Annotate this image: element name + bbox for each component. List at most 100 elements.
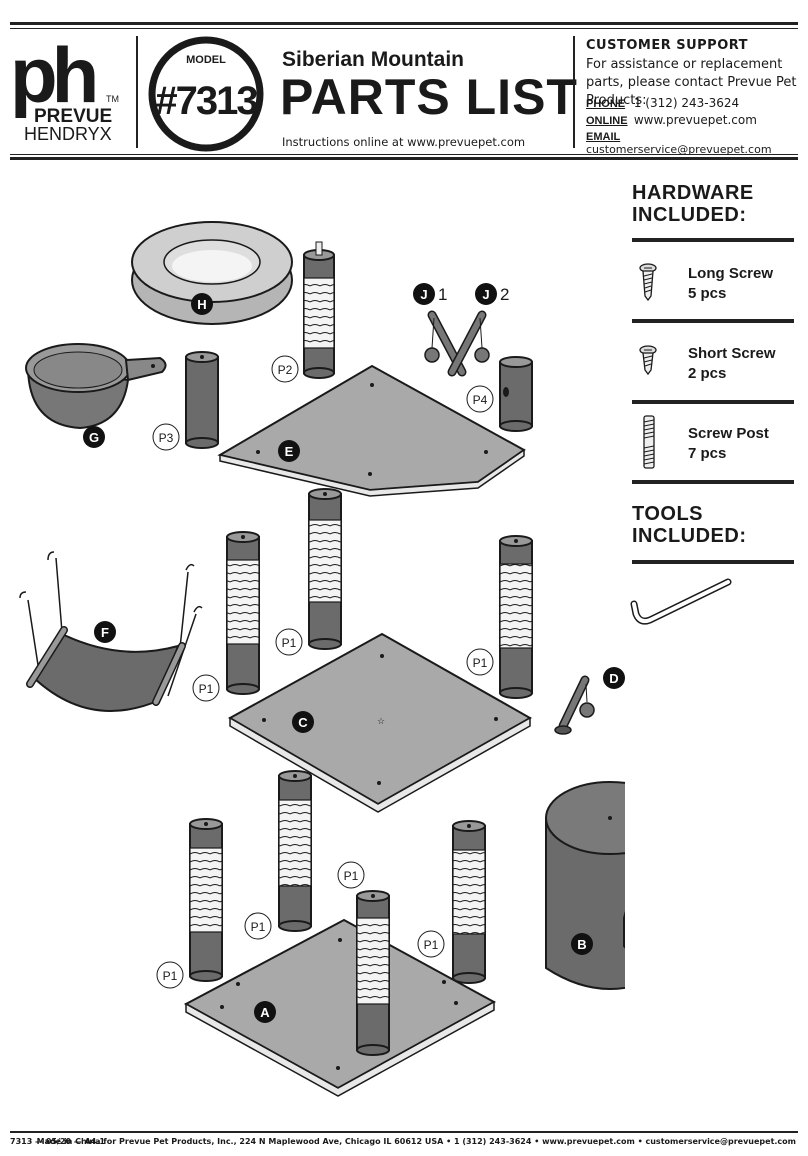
parts-illustration: ☆ — [19, 221, 625, 1097]
label-j2-num: 2 — [500, 285, 509, 304]
support-email-row: EMAIL customerservice@prevuepet.com — [586, 130, 808, 156]
model-badge-graphic: MODEL #7313 — [148, 36, 264, 152]
short-screw-name: Short Screw — [688, 345, 776, 362]
phone-value[interactable]: 1 (312) 243-3624 — [633, 96, 740, 110]
post-p1-middle-left — [226, 531, 260, 695]
label-f-text: F — [101, 625, 109, 640]
label-j2-letter: J — [482, 287, 489, 302]
footer-rule — [10, 1131, 798, 1133]
long-screw-name: Long Screw — [688, 265, 774, 282]
short-screw-qty: 2 pcs — [688, 365, 727, 382]
model-label: MODEL — [186, 54, 226, 66]
part-a-base — [183, 918, 497, 1097]
label-a-text: A — [260, 1005, 270, 1020]
label-p1-g: P1 — [156, 961, 184, 989]
instructions-note: Instructions online at www.prevuepet.com — [282, 135, 526, 149]
screw-post-qty: 7 pcs — [688, 445, 727, 462]
label-c: C — [292, 711, 314, 733]
long-screw-item: Long Screw 5 pcs — [688, 264, 773, 304]
screw-post-icon — [640, 414, 658, 470]
label-p1-a: P1 — [275, 628, 303, 656]
label-p1-c: P1 — [466, 648, 494, 676]
hardware-rule-1 — [632, 238, 794, 242]
label-d: D — [603, 667, 625, 689]
hardware-rule-4 — [632, 480, 794, 484]
brand-logo: ph TM PREVUE HENDRYX — [10, 31, 130, 148]
label-a: A — [254, 1001, 276, 1023]
part-d-toy — [554, 675, 595, 735]
post-p1-middle-back — [308, 488, 342, 650]
model-number: #7313 — [155, 79, 257, 123]
part-f-hammock — [19, 551, 203, 712]
part-j-toys — [424, 310, 490, 377]
post-p1-lower-back — [278, 770, 312, 932]
label-p4-text: P4 — [473, 393, 488, 407]
online-value[interactable]: www.prevuepet.com — [633, 113, 757, 127]
logo-letters: ph — [10, 40, 95, 119]
hardware-heading: HARDWARE INCLUDED: — [632, 182, 754, 226]
label-g-text: G — [89, 430, 99, 445]
online-label: ONLINE — [586, 115, 628, 127]
hardware-rule-2 — [632, 319, 794, 323]
model-badge: MODEL #7313 — [146, 34, 268, 154]
label-h-text: H — [197, 297, 206, 312]
label-j1-letter: J — [420, 287, 427, 302]
post-p1-middle-right — [499, 535, 533, 699]
label-p1-g-text: P1 — [163, 969, 178, 983]
post-p1-lower-left — [189, 818, 223, 982]
tools-rule — [632, 560, 794, 564]
label-p4: P4 — [466, 385, 494, 413]
label-e: E — [278, 440, 300, 462]
label-b: B — [571, 933, 593, 955]
footer-address: Made in China for Prevue Pet Products, I… — [36, 1137, 796, 1146]
label-p1-b: P1 — [192, 674, 220, 702]
short-screw-item: Short Screw 2 pcs — [688, 344, 776, 384]
label-p1-d-text: P1 — [344, 869, 359, 883]
label-p3: P3 — [152, 423, 180, 451]
post-p4 — [499, 356, 533, 432]
label-g: G — [83, 426, 105, 448]
allen-key-icon — [630, 574, 734, 628]
post-p1-lower-right — [452, 820, 486, 984]
top-rule-thick — [10, 22, 798, 25]
support-separator — [573, 36, 575, 148]
support-title: CUSTOMER SUPPORT — [586, 38, 749, 53]
logo-separator — [136, 36, 138, 148]
part-h-bed — [131, 221, 293, 325]
email-value[interactable]: customerservice@prevuepet.com — [586, 143, 772, 156]
post-p3 — [185, 351, 219, 449]
label-p1-b-text: P1 — [199, 682, 214, 696]
svg-text:☆: ☆ — [377, 716, 385, 726]
allen-key-graphic — [630, 578, 732, 625]
post-p1-base-front — [356, 890, 390, 1056]
label-j2: J 2 — [475, 283, 509, 305]
label-j1-num: 1 — [438, 285, 447, 304]
logo-tm: TM — [106, 94, 119, 104]
screw-post-item: Screw Post 7 pcs — [688, 424, 769, 464]
logo-brand-top: PREVUE — [34, 106, 112, 127]
logo-brand-bottom: HENDRYX — [24, 124, 112, 144]
top-rule-thin — [10, 28, 798, 29]
label-p1-e: P1 — [244, 912, 272, 940]
post-p2 — [303, 241, 335, 379]
tools-heading: TOOLS INCLUDED: — [632, 503, 747, 547]
header-bottom-rule-thin — [10, 154, 798, 155]
short-screw-graphic — [639, 345, 657, 376]
screw-post-name: Screw Post — [688, 425, 769, 442]
part-e-platform — [217, 364, 526, 497]
hardware-heading-line1: HARDWARE — [632, 182, 754, 204]
label-p1-d: P1 — [337, 861, 365, 889]
phone-label: PHONE — [586, 98, 626, 110]
tools-heading-line2: INCLUDED: — [632, 525, 747, 547]
footer-doc-code: 7313 — 05/20 — A4.1 — [10, 1137, 105, 1146]
tools-heading-line1: TOOLS — [632, 503, 704, 525]
label-b-text: B — [577, 937, 586, 952]
label-p3-text: P3 — [159, 431, 174, 445]
label-j1: J 1 — [413, 283, 447, 305]
hardware-rule-3 — [632, 400, 794, 404]
short-screw-icon — [636, 344, 660, 378]
support-text: For assistance or replacement parts, ple… — [586, 57, 797, 108]
label-e-text: E — [285, 444, 294, 459]
email-label: EMAIL — [586, 131, 621, 143]
label-c-text: C — [298, 715, 308, 730]
